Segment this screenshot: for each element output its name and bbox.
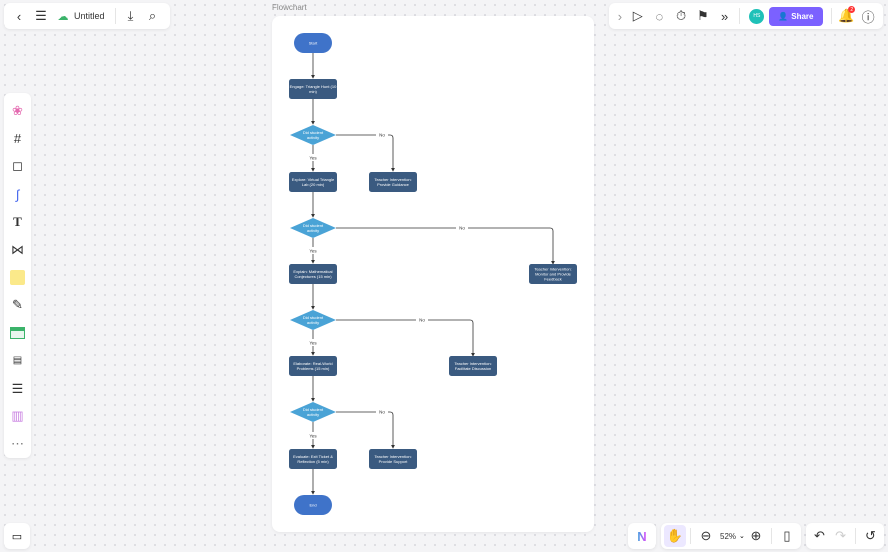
frame-icon[interactable]: # bbox=[13, 131, 22, 147]
search-icon[interactable]: ⌕ bbox=[148, 8, 157, 23]
download-icon[interactable]: ⤓ bbox=[127, 8, 134, 23]
ai-logo-icon: N bbox=[637, 528, 647, 544]
hand-pan-icon[interactable]: ✋ bbox=[664, 525, 686, 547]
help-icon[interactable]: ⓘ bbox=[861, 9, 875, 25]
redo-icon[interactable]: ↷ bbox=[835, 528, 846, 543]
zoom-in-icon[interactable]: ⊕ bbox=[750, 528, 762, 543]
more-tools-icon[interactable]: ⋯ bbox=[11, 436, 24, 452]
document-title[interactable]: Untitled bbox=[74, 11, 105, 21]
laser-pointer-icon[interactable]: ⚑ bbox=[697, 8, 709, 23]
zoom-out-icon[interactable]: ⊖ bbox=[700, 528, 712, 543]
flowchart-frame bbox=[272, 16, 594, 532]
history-toolbar: ↶ ↷ ↺ bbox=[806, 523, 884, 549]
more-chevrons-icon[interactable]: » bbox=[720, 8, 729, 24]
templates-icon[interactable]: ❀ bbox=[12, 102, 23, 118]
notification-badge: 2 bbox=[848, 6, 856, 13]
present-play-icon[interactable]: ▷ bbox=[632, 8, 643, 23]
map-icon[interactable]: ▯ bbox=[783, 528, 791, 543]
cloud-saved-icon: ☁ bbox=[57, 10, 69, 23]
timer-icon[interactable]: ⏱ bbox=[676, 8, 687, 23]
user-icon: 👤 bbox=[778, 11, 789, 21]
minimap-button[interactable]: ▭ bbox=[4, 523, 30, 549]
shape-icon[interactable]: ◻ bbox=[12, 158, 23, 174]
card-icon: ▭ bbox=[11, 530, 23, 543]
collapse-chevron-icon[interactable]: › bbox=[617, 8, 623, 24]
left-toolbar: ❀ # ◻ ∫ T ⋈ ✎ ▤ ☰ ▥ ⋯ bbox=[4, 93, 31, 458]
history-icon[interactable]: ↺ bbox=[865, 528, 876, 543]
share-button[interactable]: 👤Share bbox=[769, 6, 823, 26]
text-card-icon[interactable]: ▤ bbox=[12, 355, 23, 367]
frame-label: Flowchart bbox=[272, 3, 307, 12]
notification-bell-icon[interactable]: 🔔2 bbox=[838, 6, 856, 23]
comment-icon[interactable]: ◌ bbox=[655, 8, 664, 24]
ai-button[interactable]: N bbox=[628, 523, 656, 549]
zoom-dropdown-chevron-icon[interactable]: ⌄ bbox=[739, 533, 745, 540]
pen-icon[interactable]: ✎ bbox=[12, 297, 23, 313]
back-icon[interactable]: ‹ bbox=[16, 8, 22, 24]
top-right-toolbar: › ▷ ◌ ⏱ ⚑ » HS 👤Share 🔔2 ⓘ bbox=[609, 3, 883, 29]
sticky-note-icon[interactable] bbox=[7, 267, 29, 289]
text-icon[interactable]: T bbox=[13, 213, 22, 229]
mind-map-icon[interactable]: ⋈ bbox=[11, 241, 24, 257]
zoom-toolbar: ✋ ⊖ 52% ⌄ ⊕ ▯ bbox=[661, 523, 801, 549]
menu-icon[interactable]: ☰ bbox=[35, 8, 47, 23]
table-icon[interactable] bbox=[7, 322, 29, 344]
zoom-level[interactable]: 52% bbox=[720, 531, 737, 541]
avatar[interactable]: HS bbox=[749, 8, 765, 24]
document-icon[interactable]: ☰ bbox=[11, 380, 24, 396]
connector-line-icon[interactable]: ∫ bbox=[15, 186, 20, 202]
top-left-toolbar: ‹ ☰ ☁ Untitled ⤓ ⌕ bbox=[4, 3, 170, 29]
undo-icon[interactable]: ↶ bbox=[814, 528, 825, 543]
kanban-icon[interactable]: ▥ bbox=[11, 408, 24, 424]
